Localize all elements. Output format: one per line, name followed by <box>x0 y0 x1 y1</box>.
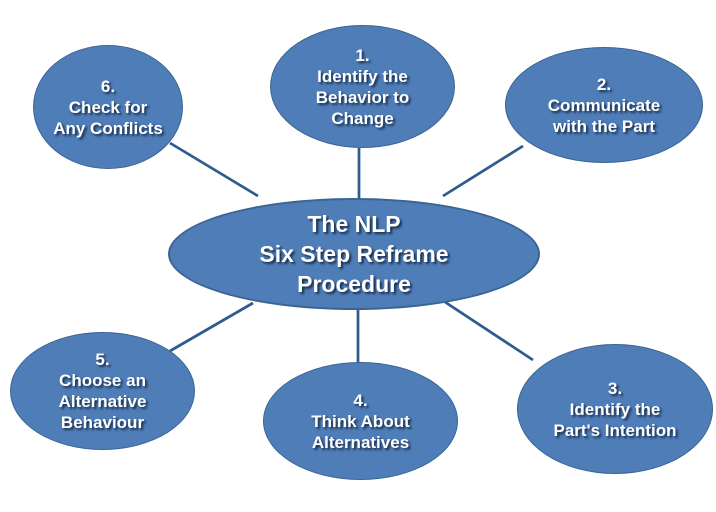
label-line: Procedure <box>297 271 411 297</box>
connector-center-step2 <box>442 144 524 198</box>
step-number: 5. <box>95 350 110 369</box>
label-line: The NLP <box>307 211 401 237</box>
label-line: Alternatives <box>311 432 410 452</box>
step-number: 6. <box>100 76 116 96</box>
label-line: Identify the <box>569 399 661 419</box>
step-number: 3. <box>607 378 623 398</box>
label-line: Alternative <box>58 392 147 411</box>
label-line: Communicate <box>547 95 661 115</box>
label-line: Think About <box>311 411 410 431</box>
label-line: Part's Intention <box>553 420 677 440</box>
label-line: Behaviour <box>60 413 145 432</box>
step-number: 1. <box>355 45 370 65</box>
label-line: Change <box>331 108 394 128</box>
label-line: Six Step Reframe <box>259 241 449 267</box>
label-line: Check for <box>68 97 148 117</box>
label-line: Any Conflicts <box>53 118 163 138</box>
connector-center-step5 <box>169 301 254 353</box>
label-line: Behavior to <box>315 87 410 107</box>
label-line: Identify the <box>317 66 408 86</box>
step-number: 2. <box>596 74 612 94</box>
label-line: with the Part <box>552 116 655 136</box>
step-number: 4. <box>353 390 368 410</box>
connector-center-step6 <box>169 141 259 198</box>
label-line: Choose an <box>59 371 146 390</box>
connector-center-step3 <box>444 300 534 362</box>
